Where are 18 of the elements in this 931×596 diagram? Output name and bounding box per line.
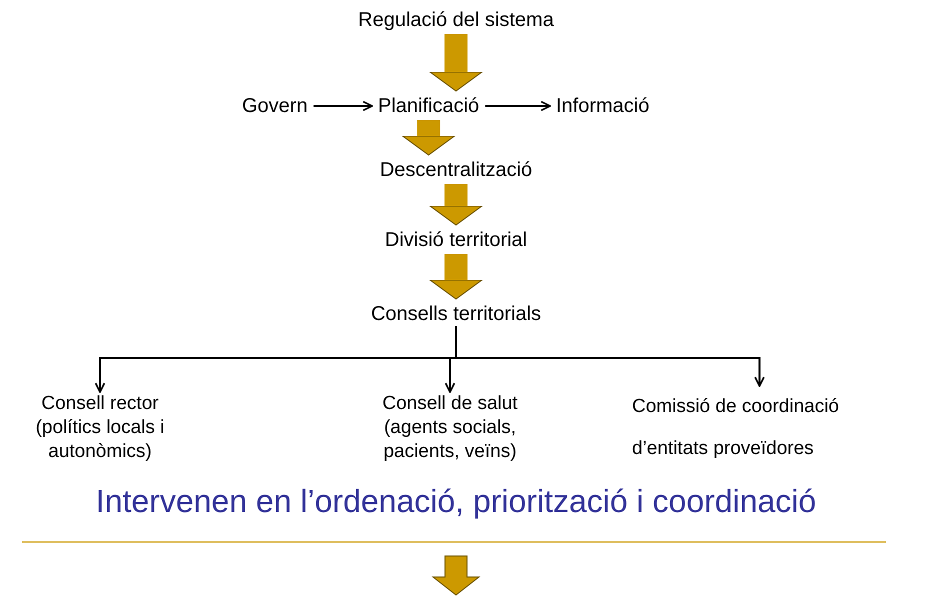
step-label: Divisió territorial	[384, 228, 528, 252]
step-label: Consells territorials	[370, 302, 542, 326]
arrow	[485, 100, 551, 112]
block-arrow	[402, 120, 456, 156]
arrow	[314, 100, 373, 112]
council-label: Consell rector (polítics locals i autonòmics)	[34, 392, 166, 464]
block-arrow	[430, 254, 482, 300]
step-label: Regulació del sistema	[358, 8, 554, 32]
arrow	[455, 326, 765, 387]
block-arrow	[430, 34, 482, 92]
summary-heading: Intervenen en l’ordenació, priorització i coordinació	[96, 482, 816, 520]
step-label: Descentralització	[380, 158, 532, 182]
step-label: Govern	[242, 94, 308, 118]
council-label: Consell de salut (agents socials, pacients, veïns)	[381, 392, 519, 464]
council-label: Comissió de coordinació d’entitats proveïdores	[632, 395, 840, 461]
step-label: Planificació	[378, 94, 480, 118]
block-arrow	[430, 184, 482, 226]
step-label: Informació	[556, 94, 650, 118]
